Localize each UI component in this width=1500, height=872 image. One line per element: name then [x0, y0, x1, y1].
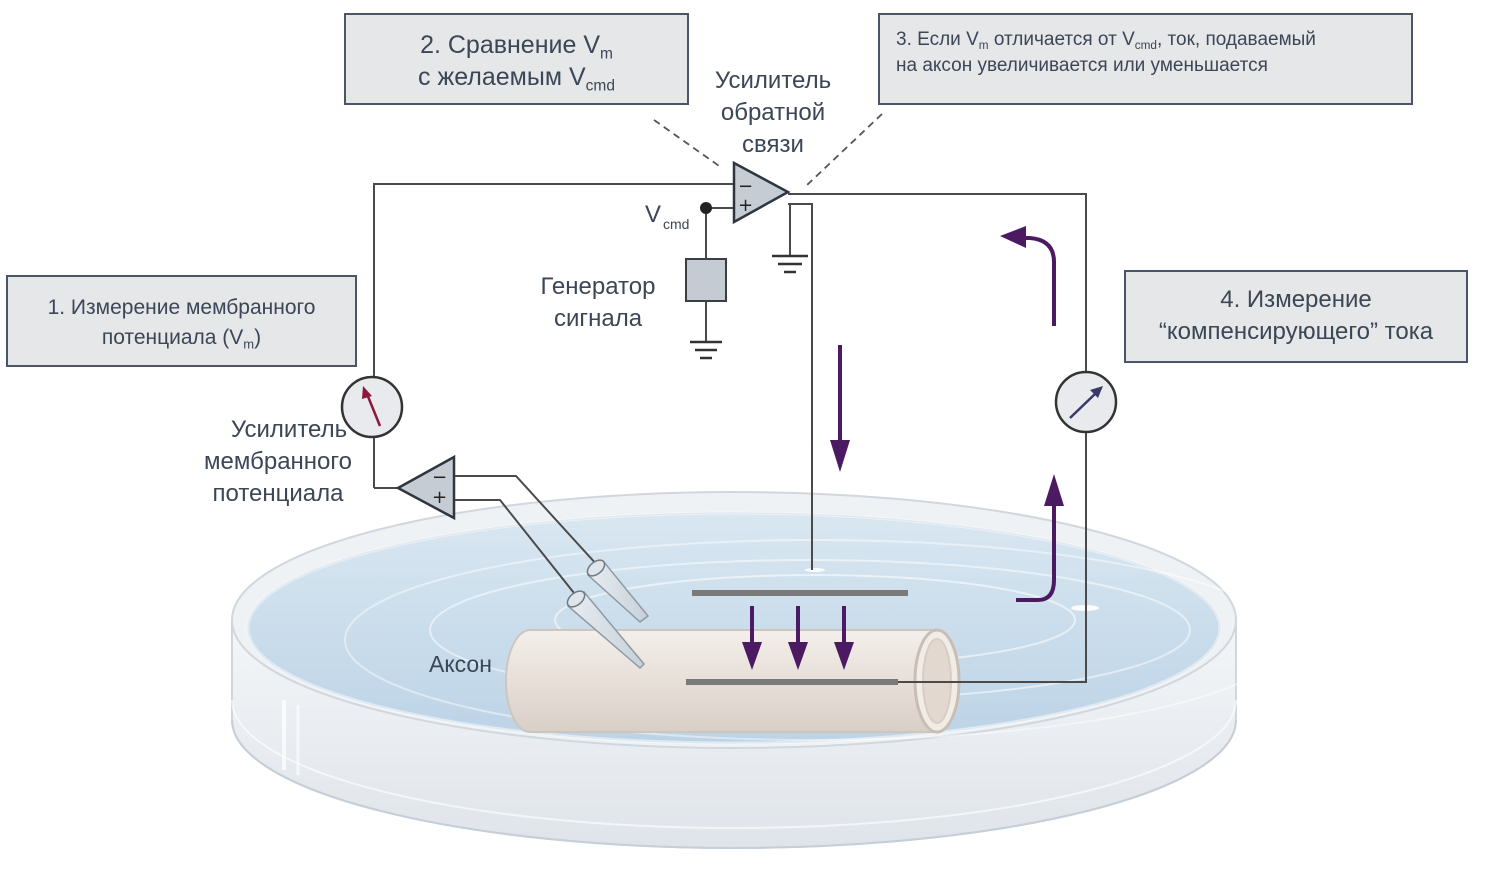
feedback-amplifier-label: Усилитель обратной связи [690, 65, 856, 161]
vcmd-label-sub: cmd [663, 216, 689, 232]
connector-step3 [805, 113, 883, 187]
step3-line1: 3. Если Vm отличается от Vcmd, ток, пода… [896, 29, 1316, 53]
step1-box: 1. Измерение мембранного потенциала (Vm) [6, 275, 357, 367]
connector-step2 [653, 119, 723, 169]
signal-gen-label-line1: Генератор [540, 273, 656, 300]
membrane-amplifier-label: Усилитель мембранного потенциала [180, 414, 376, 510]
feedback-amp-label-line2: обратной [720, 99, 826, 126]
reference-electrode [586, 559, 650, 623]
feedback-amp-plus: + [738, 195, 753, 216]
current-arrowheads [742, 226, 1064, 670]
step1-line1: 1. Измерение мембранного [47, 296, 316, 319]
step1-line2: потенциала (Vm) [101, 326, 262, 352]
vcmd-node [700, 202, 712, 214]
signal-gen-label-line2: сигнала [553, 305, 643, 332]
step3-line2: на аксон увеличивается или уменьшается [896, 55, 1268, 76]
feedback-amplifier: − + [732, 160, 791, 225]
recording-micropipette [566, 590, 646, 670]
circuit-wires [373, 183, 1087, 683]
step2-line2: с желаемым Vcmd [418, 63, 615, 95]
membrane-amp-label-line1: Усилитель [230, 416, 348, 443]
feedback-amp-label-line1: Усилитель [714, 67, 832, 94]
signal-generator-label: Генератор сигнала [520, 271, 676, 335]
petri-dish [231, 491, 1286, 849]
step2-box: 2. Сравнение Vm с желаемым Vcmd [344, 13, 689, 105]
membrane-amp-label-line2: мембранного [204, 448, 352, 475]
feedback-amp-label-line3: связи [742, 131, 804, 158]
membrane-amp-label-line3: потенциала [212, 480, 344, 507]
membrane-amp-plus: + [432, 487, 447, 508]
step2-line1: 2. Сравнение Vm [420, 31, 613, 63]
membrane-voltmeter [340, 375, 404, 439]
step4-line1: 4. Измерение [1220, 286, 1372, 313]
current-ammeter [1054, 370, 1118, 434]
feedback-amp-minus: − [738, 176, 753, 197]
membrane-amp-minus: − [432, 467, 447, 488]
signal-generator-box [685, 258, 727, 302]
step4-line2: “компенсирующего” тока [1158, 318, 1434, 345]
membrane-amplifier: − + [395, 454, 456, 521]
step3-box: 3. Если Vm отличается от Vcmd, ток, пода… [878, 13, 1413, 105]
ground-symbol-amp [772, 254, 808, 274]
vcmd-label-main: V [645, 201, 661, 228]
step4-box: 4. Измерение “компенсирующего” тока [1124, 270, 1468, 363]
ground-symbol-generator [690, 340, 722, 360]
axon-label: Аксон [429, 651, 492, 677]
